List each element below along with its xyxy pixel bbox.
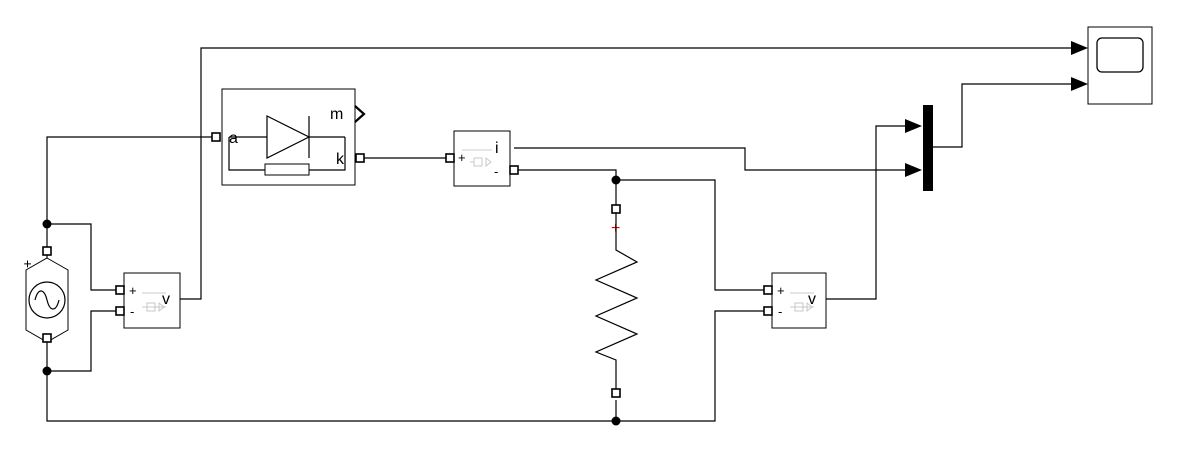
vsensor-source-plus-label: + [129,283,137,298]
diode-symbol-icon [228,115,346,176]
junction-dot [611,175,621,185]
mux-input-1-arrow[interactable] [905,119,922,133]
wire-vload-minus-to-bottom[interactable] [616,310,764,422]
vsensor-source-minus-label: - [130,304,134,319]
diode-port-a[interactable] [211,132,221,142]
scope-input-1-arrow[interactable] [1071,41,1088,55]
wires [46,47,1072,422]
voltage-sensor-load[interactable]: + - v [763,272,827,329]
junctions [42,175,621,426]
source-polarity-label: + [19,260,35,268]
mux-block[interactable] [905,105,933,191]
junction-dot [611,416,621,426]
wire-vload-to-mux[interactable] [826,125,905,300]
scope-block[interactable] [1071,26,1153,105]
source-port-top[interactable] [42,246,52,256]
mux-bar [923,105,933,191]
resistor-port-top[interactable] [611,204,621,214]
mux-input-2-arrow[interactable] [905,163,922,177]
vsensor-source-port-plus[interactable] [115,285,125,295]
wire-mux-to-scope[interactable] [933,83,1072,148]
diode-port-a-label: a [229,130,238,147]
current-sensor-minus-label: - [494,164,498,179]
resistor-zigzag [594,213,639,390]
vsensor-load-body [771,272,827,329]
wire-node-to-vsource-plus[interactable] [47,223,116,291]
vsensor-source-body [123,272,181,329]
vsensor-load-minus-label: - [778,304,782,319]
wire-current-to-mux[interactable] [514,147,905,171]
current-sensor[interactable]: + - i [445,130,519,187]
diode-output-m-arrow[interactable] [354,105,366,123]
diode-block[interactable]: a k m [211,88,366,186]
diode-port-k-label: k [336,151,345,168]
diode-port-k[interactable] [355,153,365,163]
current-sensor-port-minus[interactable] [509,165,519,175]
wire-source-to-diode[interactable] [46,136,212,224]
voltage-sensor-source[interactable]: + - v [115,272,181,329]
resistor[interactable]: + [594,204,639,398]
wire-node-to-vload-plus[interactable] [616,179,764,291]
vsensor-load-plus-label: + [777,283,785,298]
wire-bottom-return[interactable] [46,371,616,422]
vsensor-load-out-label: v [808,291,816,308]
wire-current-to-node[interactable] [514,169,617,180]
vsensor-source-port-minus[interactable] [115,306,125,316]
junction-dot [42,366,52,376]
vsensor-source-inner-icon [142,292,166,312]
scope-screen-icon [1096,37,1144,73]
wire-vsource-to-scope[interactable] [180,47,1072,300]
scope-input-2-arrow[interactable] [1071,77,1088,91]
vsensor-source-out-label: v [162,291,170,308]
diode-port-m-label: m [330,106,343,123]
resistor-port-bottom[interactable] [611,388,621,398]
junction-dot [42,219,52,229]
wire-node-to-vsource-minus[interactable] [47,310,116,372]
vsensor-load-port-minus[interactable] [763,306,773,316]
sine-wave-icon [34,290,60,310]
source-port-bottom[interactable] [42,333,52,343]
current-sensor-port-plus[interactable] [445,153,455,163]
current-sensor-out-label: i [495,140,499,157]
current-sensor-inner-icon [462,149,492,167]
vsensor-load-inner-icon [790,292,814,312]
vsensor-load-port-plus[interactable] [763,285,773,295]
current-sensor-plus-label: + [458,150,466,165]
ac-voltage-source[interactable]: + [19,246,69,343]
